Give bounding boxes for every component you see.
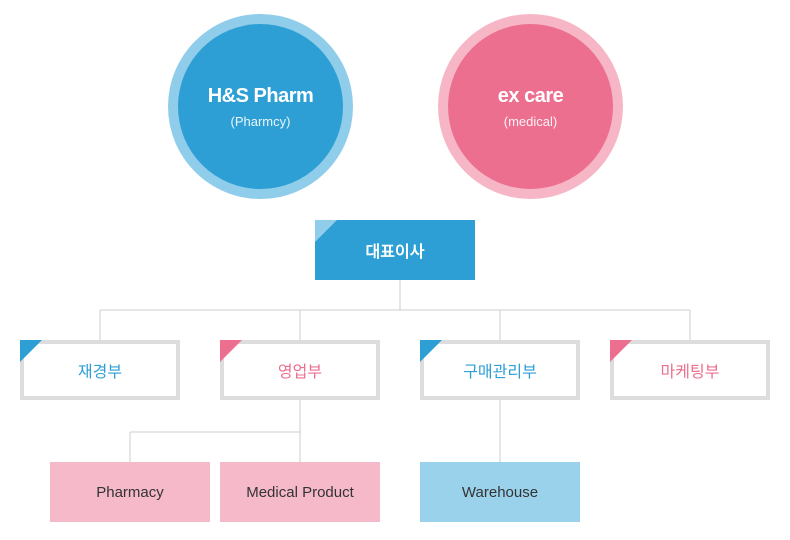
dept-label: 재경부 [77,364,123,381]
subunit-label: Medical Product [246,483,354,501]
corner-accent [420,340,442,362]
company-name: ex care [497,84,564,107]
company-subtitle: (Pharmcy) [230,113,291,129]
subunit-label: Pharmacy [96,483,164,501]
subunit-warehouse: Warehouse [420,462,580,522]
company-circle-hs-pharm: H&S Pharm (Pharmcy) [168,14,353,199]
ceo-box: 대표이사 [315,220,475,280]
dept-label: 마케팅부 [660,364,720,381]
dept-box-purchasing: 구매관리부 [420,340,580,400]
corner-accent [610,340,632,362]
company-subtitle: (medical) [503,113,558,129]
dept-box-sales: 영업부 [220,340,380,400]
subunit-medical-product: Medical Product [220,462,380,522]
subunit-label: Warehouse [461,483,539,501]
corner-accent [315,220,337,242]
company-name: H&S Pharm [207,84,314,107]
dept-label: 영업부 [277,364,323,381]
dept-box-marketing: 마케팅부 [610,340,770,400]
subunit-pharmacy: Pharmacy [50,462,210,522]
ceo-label: 대표이사 [365,244,425,261]
dept-label: 구매관리부 [463,364,537,381]
company-circle-excare: ex care (medical) [438,14,623,199]
corner-accent [220,340,242,362]
corner-accent [20,340,42,362]
dept-box-finance: 재경부 [20,340,180,400]
